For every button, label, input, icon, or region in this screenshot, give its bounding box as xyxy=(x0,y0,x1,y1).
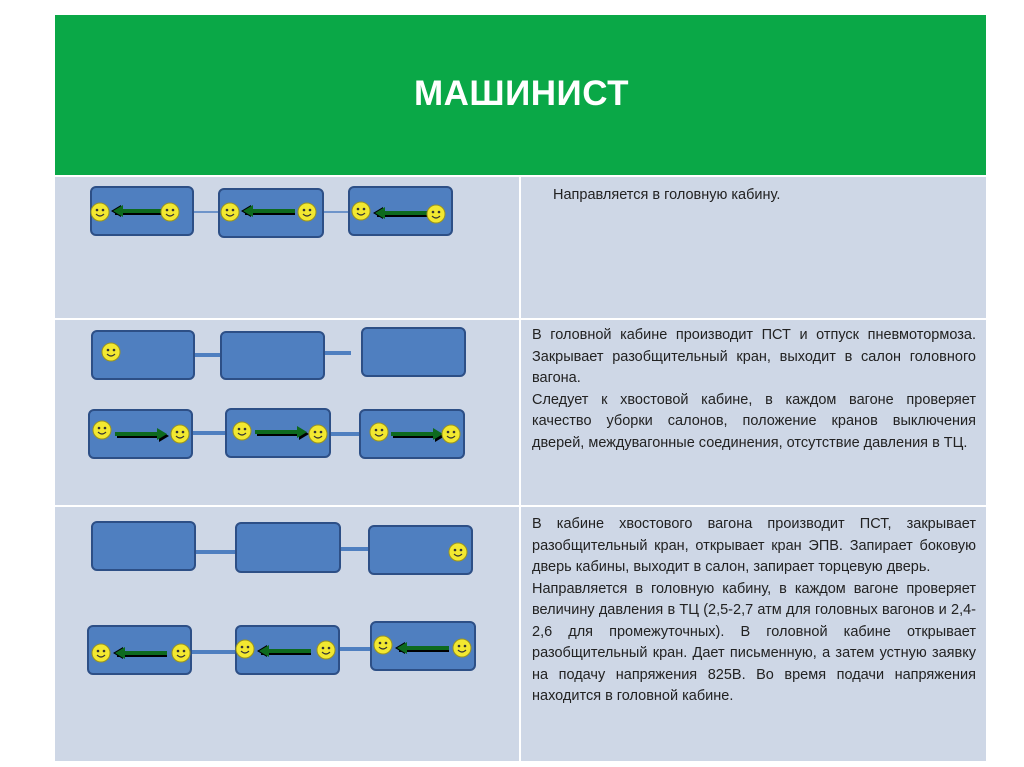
driver-smiley-icon xyxy=(160,202,180,222)
driver-smiley-icon xyxy=(91,643,111,663)
train-car xyxy=(91,330,195,380)
row-3-diagram-cell xyxy=(55,507,519,761)
driver-smiley-icon xyxy=(316,640,336,660)
row-1: Направляется в головную кабину. xyxy=(55,177,986,318)
row-2-paragraph-1: В головной кабине производит ПСТ и отпус… xyxy=(532,327,976,386)
row-3-text: В кабине хвостового вагона производит ПС… xyxy=(532,514,976,708)
driver-smiley-icon xyxy=(297,202,317,222)
row-3: В кабине хвостового вагона производит ПС… xyxy=(55,507,986,761)
slide-title: МАШИНИСТ xyxy=(414,74,629,113)
train-car xyxy=(220,331,325,380)
driver-smiley-icon xyxy=(101,342,121,362)
row-1-train-diagram xyxy=(90,186,453,238)
row-3-text-cell: В кабине хвостового вагона производит ПС… xyxy=(521,507,986,761)
driver-smiley-icon xyxy=(90,202,110,222)
row-2-diagram-cell xyxy=(55,320,519,505)
driver-smiley-icon xyxy=(232,421,252,441)
row-1-diagram-cell xyxy=(55,177,519,318)
train-car xyxy=(361,327,466,377)
row-1-text: Направляется в головную кабину. xyxy=(553,185,973,207)
row-2-paragraph-2: Следует к хвостовой кабине, в каждом ваг… xyxy=(532,391,976,451)
train-car xyxy=(87,625,192,675)
row-3-train-diagram xyxy=(87,521,476,675)
direction-arrow-right-icon xyxy=(391,428,445,442)
train-car xyxy=(235,522,341,573)
train-car xyxy=(368,525,473,575)
driver-smiley-icon xyxy=(448,542,468,562)
driver-smiley-icon xyxy=(171,643,191,663)
direction-arrow-left-icon xyxy=(395,642,449,654)
row-1-divider xyxy=(519,177,521,318)
driver-smiley-icon xyxy=(92,420,112,440)
direction-arrow-left-icon xyxy=(257,645,311,657)
driver-smiley-icon xyxy=(220,202,240,222)
row-2-divider xyxy=(519,320,521,505)
direction-arrow-left-icon xyxy=(111,205,165,217)
driver-smiley-icon xyxy=(441,424,461,444)
slide-header xyxy=(55,15,986,175)
row-2-train-diagram xyxy=(88,327,466,459)
driver-smiley-icon xyxy=(308,424,328,444)
driver-smiley-icon xyxy=(235,639,255,659)
driver-smiley-icon xyxy=(351,201,371,221)
driver-smiley-icon xyxy=(373,635,393,655)
direction-arrow-left-icon xyxy=(113,647,167,659)
train-car xyxy=(91,521,196,571)
row-2-text-cell: В головной кабине производит ПСТ и отпус… xyxy=(521,320,986,505)
direction-arrow-right-icon xyxy=(255,426,309,440)
driver-smiley-icon xyxy=(170,424,190,444)
driver-smiley-icon xyxy=(452,638,472,658)
driver-smiley-icon xyxy=(426,204,446,224)
row-3-paragraph-1: В кабине хвостового вагона производит ПС… xyxy=(532,516,976,575)
row-1-text-cell: Направляется в головную кабину. xyxy=(521,177,986,318)
driver-smiley-icon xyxy=(369,422,389,442)
direction-arrow-right-icon xyxy=(115,428,169,442)
direction-arrow-left-icon xyxy=(241,205,295,217)
row-2-text: В головной кабине производит ПСТ и отпус… xyxy=(532,325,976,454)
row-2: В головной кабине производит ПСТ и отпус… xyxy=(55,320,986,505)
row-3-divider xyxy=(519,507,521,761)
row-3-paragraph-2: Направляется в головную кабину, в каждом… xyxy=(532,580,976,705)
direction-arrow-left-icon xyxy=(373,207,427,219)
row-1-paragraph-1: Направляется в головную кабину. xyxy=(553,187,781,203)
